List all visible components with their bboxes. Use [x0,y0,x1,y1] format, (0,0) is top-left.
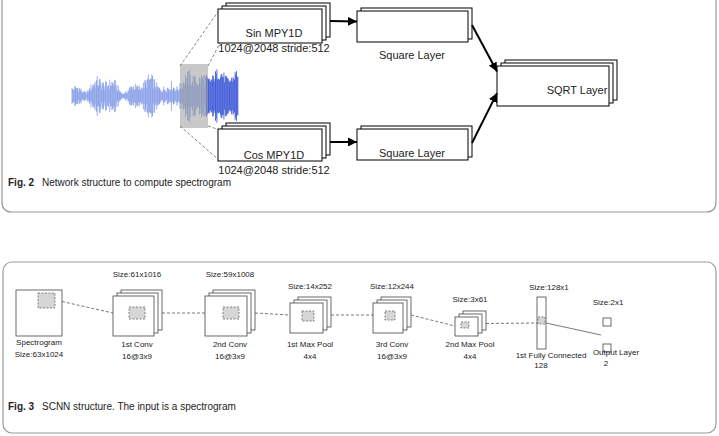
sqrt-layer: SQRT Layer [497,60,617,106]
layer-label: 1st Max Pool [287,340,333,350]
layer-label: Size:59x1008 [206,270,254,280]
projection-connector [331,315,373,316]
projection-connector [411,315,455,326]
flow-arrow [472,93,497,143]
output-unit [603,318,611,326]
flow-arrow [472,25,497,72]
layer-label: 4x4 [464,352,477,362]
layer-label: 2nd Conv [213,340,247,350]
layer-label: Size:63x1024 [15,350,63,360]
feature-map [16,290,62,336]
flow-arrow [330,20,357,23]
pool-layer: Size:3x612nd Max Pool4x4 [455,311,486,336]
mpy1d-layer: Cos MPY1D1024@2048 stride:512 [218,123,330,161]
layer-label: Size:14x252 [288,282,332,292]
layer-label: Size:12x244 [370,282,414,292]
feature-map [357,129,468,160]
feature-map [113,296,154,336]
projection-connector [62,302,113,314]
receptive-field [385,311,395,320]
layer-outline [601,317,613,353]
waveform [206,69,238,122]
projection-connector [486,323,537,325]
feature-map [455,317,478,336]
receptive-field [129,307,145,319]
layer-label: Size:61x1016 [113,270,161,280]
layer-label: Square Layer [379,49,445,61]
projection-line [180,9,220,66]
layer-label: 1st Fully Connected [516,351,587,361]
figure-number: Fig. 2 [8,177,34,189]
figure-caption: Network structure to compute spectrogram [42,177,231,189]
figure-number: Fig. 3 [8,401,34,413]
output-layer: Size:2x1Output Layer2 [601,317,613,353]
projection-connector [255,313,290,315]
layer-outline [537,297,546,349]
layer-label: 128 [534,361,547,371]
feature-map [205,296,247,336]
layer-outline [205,290,255,336]
layer-label: 1024@2048 stride:512 [218,164,329,176]
feature-map [290,303,323,333]
layer-outline [290,297,331,333]
layer-label: Size:3x61 [452,295,487,305]
receptive-field [538,317,545,324]
projection-line [180,126,220,161]
pool-layer: Size:14x2521st Max Pool4x4 [290,297,331,333]
layer-label: 3rd Conv [376,340,408,350]
feature-map [218,129,322,161]
layer-label: 16@3x9 [215,352,245,362]
layer-outline [16,290,62,336]
receptive-field [223,307,239,319]
flow-arrow [330,141,357,143]
conv-layer: Size:12x2443rd Conv16@3x9 [373,297,411,333]
layer-label: Size:2x1 [593,298,624,308]
figure-caption: SCNN structure. The input is a spectrogr… [42,401,236,413]
layer-label: Spectrogram [16,338,62,348]
dense-layer: Size:128x11st Fully Connected128 [537,297,546,349]
panel-border [2,0,716,212]
projection-connector [546,323,601,335]
layer-label: 2 [604,359,608,369]
layer-outline [113,290,162,336]
conv-layer: Size:61x10161st Conv16@3x9 [113,290,162,336]
layer-label: 2nd Max Pool [446,340,495,350]
panel-border [3,262,716,433]
layer-label: 1024@2048 stride:512 [218,42,329,54]
feature-map [218,9,322,43]
layer-label: Sin MPY1D [246,27,303,39]
square-layer: Square Layer [357,8,472,42]
receptive-field [38,293,55,308]
window-highlight [180,64,208,128]
layer-outline [497,60,617,106]
receptive-field [461,322,469,328]
layer-label: 4x4 [304,352,317,362]
layer-label: Output Layer [593,348,639,358]
layer-outline [455,311,486,336]
feature-map [537,297,546,349]
layer-outline [373,297,411,333]
square-layer: Square Layer [357,126,472,160]
layer-label: Size:128x1 [529,283,569,293]
feature-map [373,303,403,333]
layer-label: Square Layer [379,147,445,159]
layer-label: SQRT Layer [547,84,608,96]
feature-map [497,66,609,106]
mpy1d-layer: Sin MPY1D1024@2048 stride:512 [218,3,330,43]
layer-label: Cos MPY1D [244,149,305,161]
input-spectrogram: SpectrogramSize:63x1024 [16,290,62,336]
receptive-field [302,311,314,321]
layer-label: 1st Conv [121,340,153,350]
projection-connector [162,313,205,314]
feature-map [357,11,468,42]
layer-label: 16@3x9 [122,352,152,362]
conv-layer: Size:59x10082nd Conv16@3x9 [205,290,255,336]
layer-label: 16@3x9 [377,352,407,362]
layer-outline [357,8,472,42]
projection-line [208,43,220,66]
